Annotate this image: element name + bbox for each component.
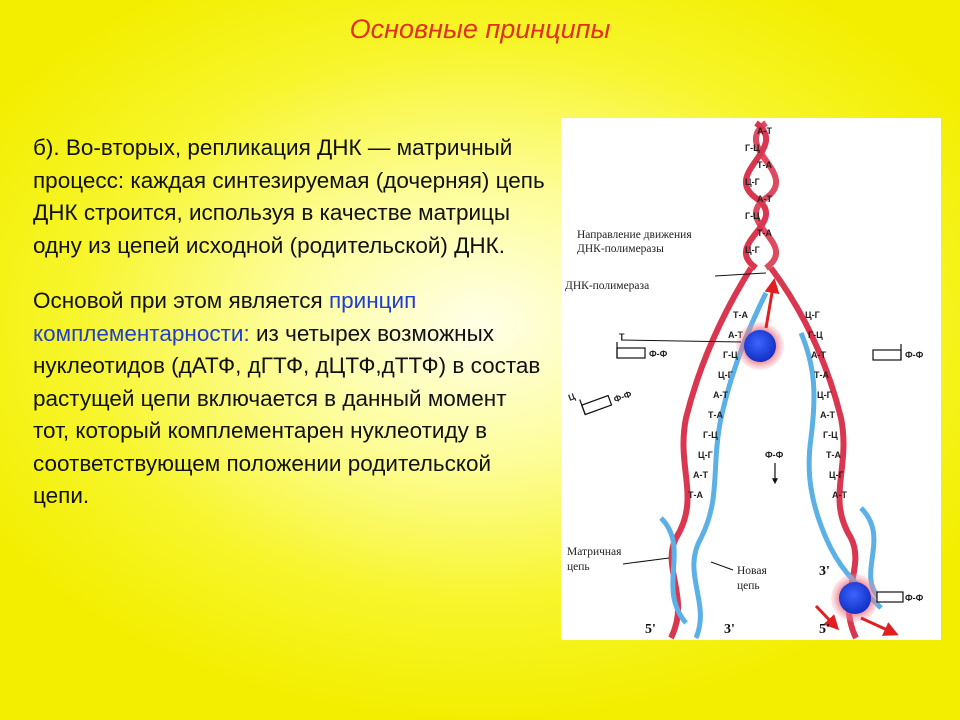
helix-parent-strand-a [742, 120, 770, 271]
label-template-line2: цепь [567, 561, 590, 573]
free-nucleotide-right-lower: Ф-Ф [876, 591, 924, 603]
end-label-3-middle: 3' [724, 622, 735, 637]
slide-title: Основные принципы [349, 14, 611, 44]
free-nucleotide-left-lower: Ц Ф-Ф [567, 389, 633, 416]
label-template-line1: Матричная [567, 546, 622, 558]
base-pair-label: А-Т [757, 126, 772, 136]
dna-replication-diagram: А-ТГ-ЦТ-АЦ-ГА-ТГ-ЦТ-АЦ-Г Т-АА-ТГ-ЦЦ-ГА-Т… [565, 120, 924, 640]
left-base-pairs: Т-А А-Т Г-Ц Ц-Г А-Т Т-А Г-Ц Ц-Г А-Т Т-А [688, 310, 748, 500]
base-pair-label: Т-А [826, 450, 841, 460]
free-nucleotide-right-upper: Ф-Ф [872, 344, 924, 361]
dna-polymerase-lower [839, 582, 871, 614]
base-pair-label: Т-А [708, 410, 723, 420]
label-new-line1: Новая [737, 565, 767, 577]
free-nucleotide-phosphates: Ф-Ф [905, 350, 924, 360]
base-pair-label: Ц-Г [718, 370, 733, 380]
base-pair-label: Т-А [814, 370, 829, 380]
end-label-3-right: 3' [819, 564, 830, 579]
base-pair-label: А-Т [820, 410, 835, 420]
base-pair-label: А-Т [713, 390, 728, 400]
base-pair-label: А-Т [832, 490, 847, 500]
free-nucleotide-label: Т [619, 332, 625, 342]
free-nucleotide-phosphates: Ф-Ф [612, 389, 633, 405]
base-pair-label: А-Т [693, 470, 708, 480]
left-new-strand-lower [659, 516, 688, 625]
base-pair-label: А-Т [728, 330, 743, 340]
base-pair-label: Т-А [733, 310, 748, 320]
top-base-pairs: А-Т Г-Ц Т-А Ц-Г А-Т Г-Ц Т-А Ц-Г [745, 126, 772, 255]
label-new-line2: цепь [737, 580, 760, 592]
polymerase-lower-arrow [860, 616, 899, 636]
base-pair-label: Г-Ц [745, 211, 760, 221]
free-nucleotide-left-upper: Т Ф-Ф [616, 332, 668, 359]
end-label-5-left: 5' [645, 622, 656, 637]
base-pair-label: Т-А [757, 228, 772, 238]
complementarity-principle-term: принцип комплементарности: [33, 288, 417, 346]
label-direction-line1: Направление движения [577, 229, 692, 241]
base-pair-label: Г-Ц [723, 350, 738, 360]
base-pair-label: Ц-Г [745, 177, 760, 187]
base-pair-label: Т-А [757, 160, 772, 170]
base-pair-label: Т-А [688, 490, 703, 500]
base-pair-label: Г-Ц [823, 430, 838, 440]
base-pair-label: А-Т [811, 350, 826, 360]
free-nucleotide-phosphates: Ф-Ф [649, 349, 668, 359]
base-pair-label: Ц-Г [829, 470, 844, 480]
base-pair-label: Г-Ц [745, 143, 760, 153]
polymerase-direction-arrow [764, 278, 780, 329]
dna-polymerase-upper [744, 330, 776, 362]
base-pair-label: Ц-Г [817, 390, 832, 400]
paragraph2-end: из четырех возможных нуклеотидов (дАТФ, … [33, 320, 541, 509]
slide-text: б). Во-вторых, репликация ДНК — матричны… [33, 132, 548, 513]
paragraph-replication: б). Во-вторых, репликация ДНК — матричны… [33, 135, 545, 258]
free-nucleotide-phosphates: Ф-Ф [905, 593, 924, 603]
right-base-pairs: Ц-Г Г-Ц А-Т Т-А Ц-Г А-Т Г-Ц Т-А Ц-Г А-Т [805, 310, 847, 500]
label-direction-line2: ДНК-полимеразы [577, 243, 664, 255]
base-pair-label: Г-Ц [808, 330, 823, 340]
helix-parent-strand-b [752, 120, 780, 271]
label-polymerase: ДНК-полимераза [565, 280, 649, 292]
base-pair-label: Г-Ц [703, 430, 718, 440]
pyrophosphate-label: Ф-Ф [765, 450, 784, 460]
pyrophosphate-release: Ф-Ф [765, 450, 784, 485]
paragraph2-start: Основой при этом является [33, 288, 329, 313]
base-pair-label: Ц-Г [698, 450, 713, 460]
base-pair-label: Ц-Г [805, 310, 820, 320]
base-pair-label: А-Т [757, 194, 772, 204]
paragraph-complementarity: Основой при этом является принцип компле… [33, 285, 548, 513]
free-nucleotide-label: Ц [567, 391, 577, 403]
base-pair-label: Ц-Г [745, 245, 760, 255]
end-label-5-right: 5' [819, 622, 830, 637]
